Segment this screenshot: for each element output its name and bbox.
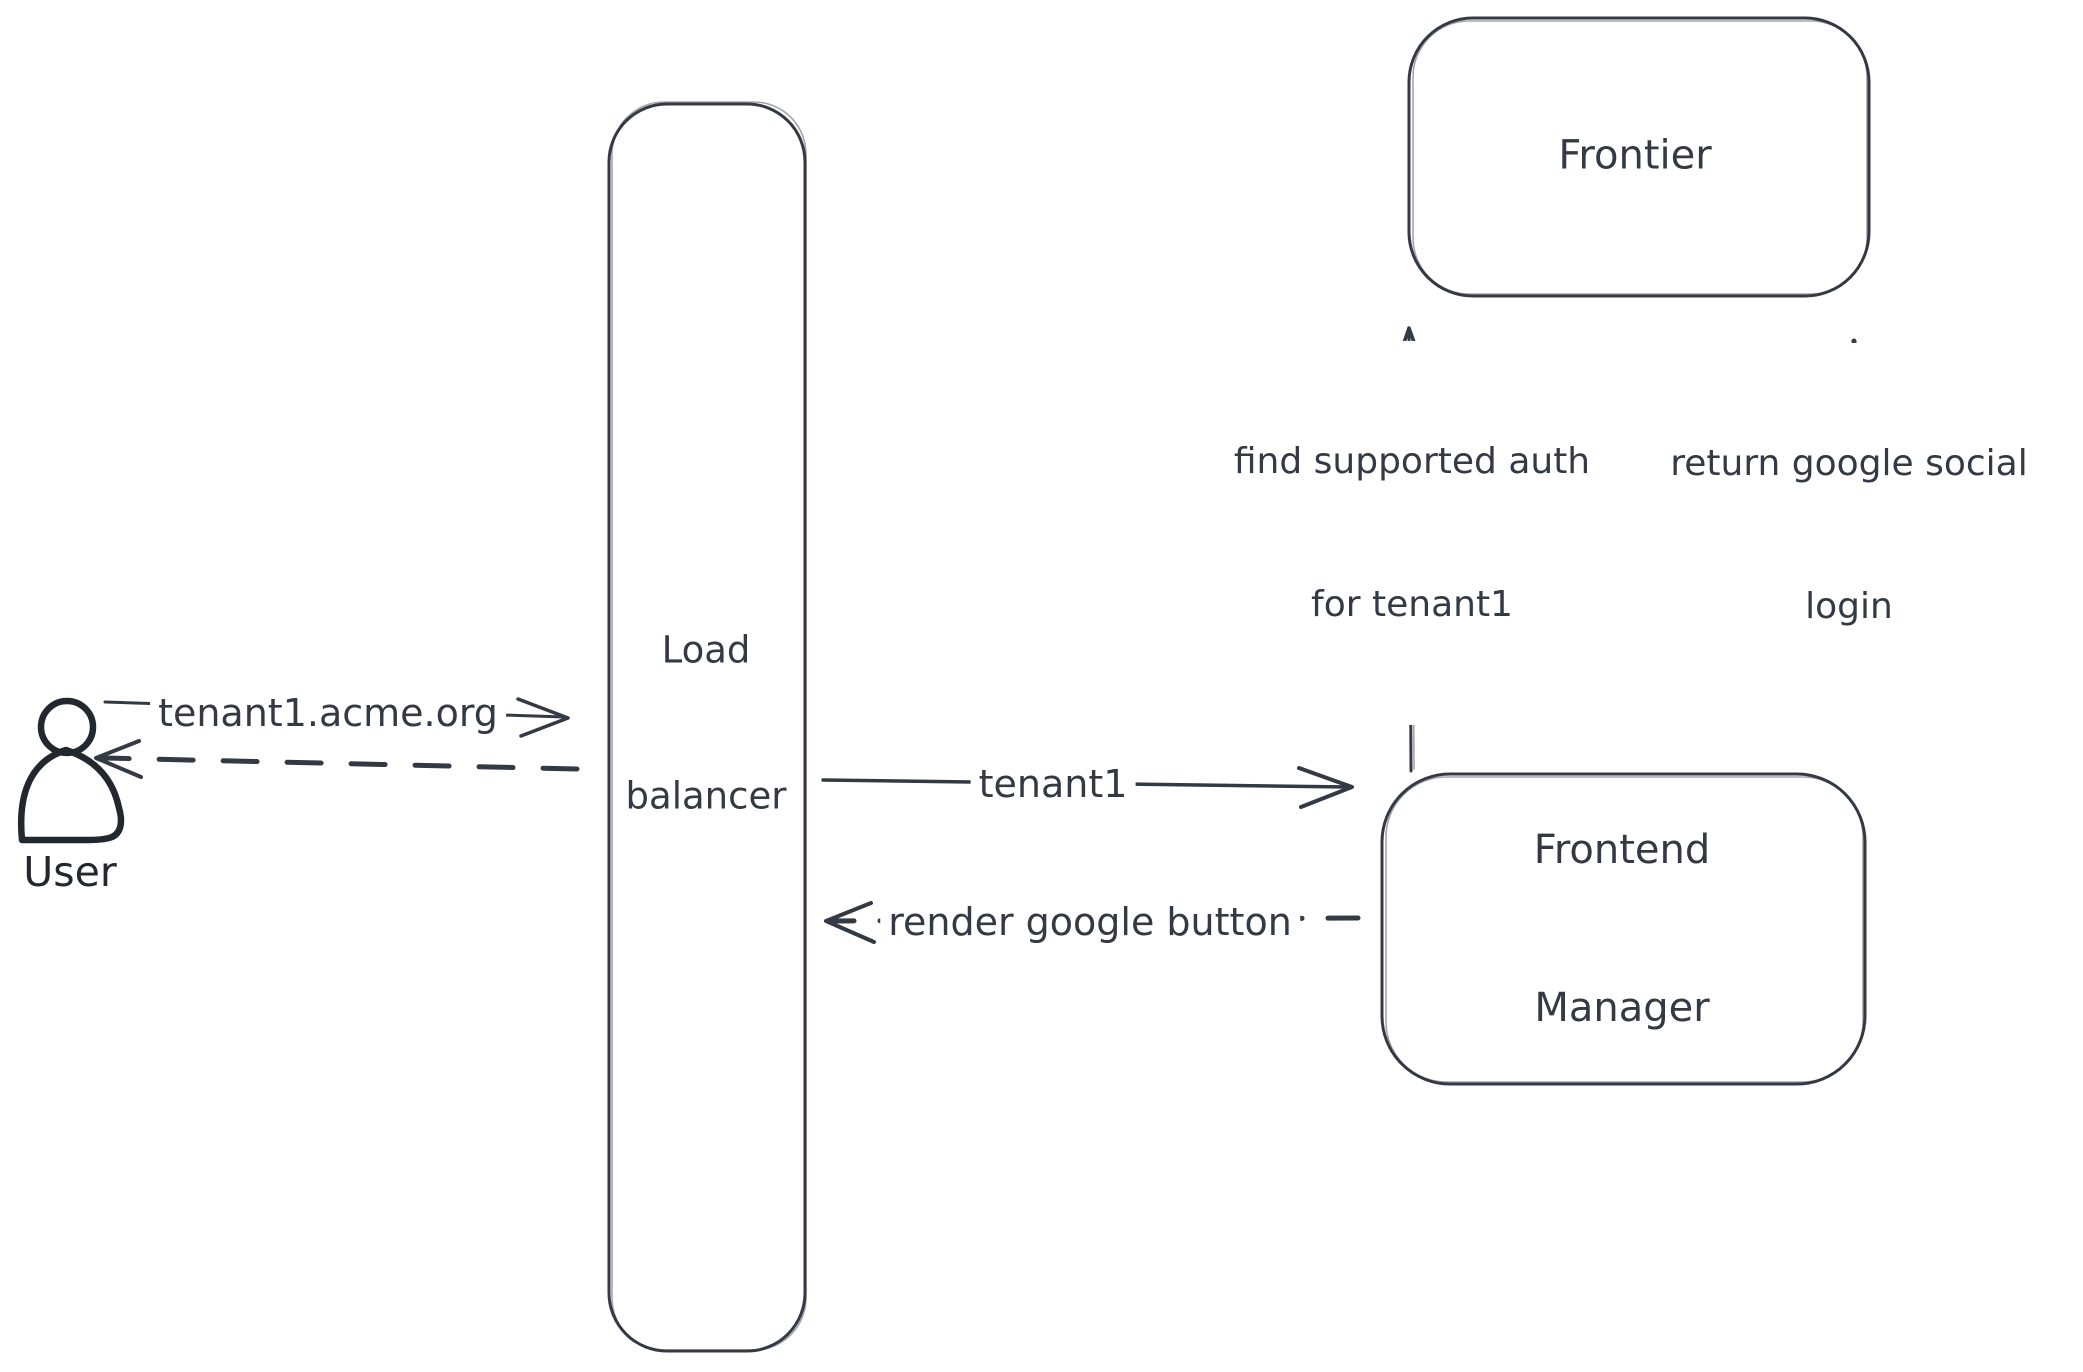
- user-body: [18, 746, 125, 844]
- frontier-label: Frontier: [1558, 132, 1712, 179]
- user-label: User: [23, 847, 117, 896]
- frontend-manager-label-line2: Manager: [1534, 984, 1710, 1031]
- edge-label-tenant1: tenant1: [970, 756, 1136, 812]
- frontier-box: [1407, 16, 1871, 298]
- frontend-manager-box: [1380, 772, 1867, 1086]
- load-balancer-label: Load balancer: [626, 529, 787, 920]
- frontier-box-sketch: [1412, 20, 1868, 295]
- arrow-tenant1-acme-org-head: [516, 697, 570, 738]
- edge-label-return-google-social-login: return google social login: [1662, 342, 2036, 728]
- load-balancer-label-line2: balancer: [625, 774, 787, 818]
- edge-label-return-google-social-login-line1: return google social: [1670, 442, 2028, 484]
- load-balancer-box: [607, 102, 807, 1353]
- load-balancer-box-sketch: [611, 101, 807, 1351]
- edge-label-tenant1-acme-org: tenant1.acme.org: [150, 685, 506, 741]
- arrow-render-google-button-head: [824, 901, 876, 944]
- frontend-manager-label: Frontend Manager: [1534, 718, 1711, 1140]
- user-icon: [18, 697, 125, 844]
- edge-label-find-supported-auth-line1: find supported auth: [1233, 440, 1591, 482]
- edge-label-return-google-social-login-line2: login: [1805, 585, 1893, 627]
- frontend-manager-label-line1: Frontend: [1533, 826, 1711, 873]
- edge-label-render-google-button: render google button: [880, 894, 1300, 950]
- user-head: [37, 697, 97, 757]
- arrow-return-to-user-head: [94, 739, 143, 779]
- edge-label-find-supported-auth-line2: for tenant1: [1311, 583, 1513, 625]
- frontend-manager-box-sketch: [1385, 776, 1864, 1083]
- arrow-tenant1-head: [1297, 766, 1354, 809]
- load-balancer-label-line1: Load: [661, 628, 751, 672]
- arrow-return-to-user-line: [101, 755, 580, 772]
- edge-label-find-supported-auth: find supported auth for tenant1: [1225, 340, 1599, 726]
